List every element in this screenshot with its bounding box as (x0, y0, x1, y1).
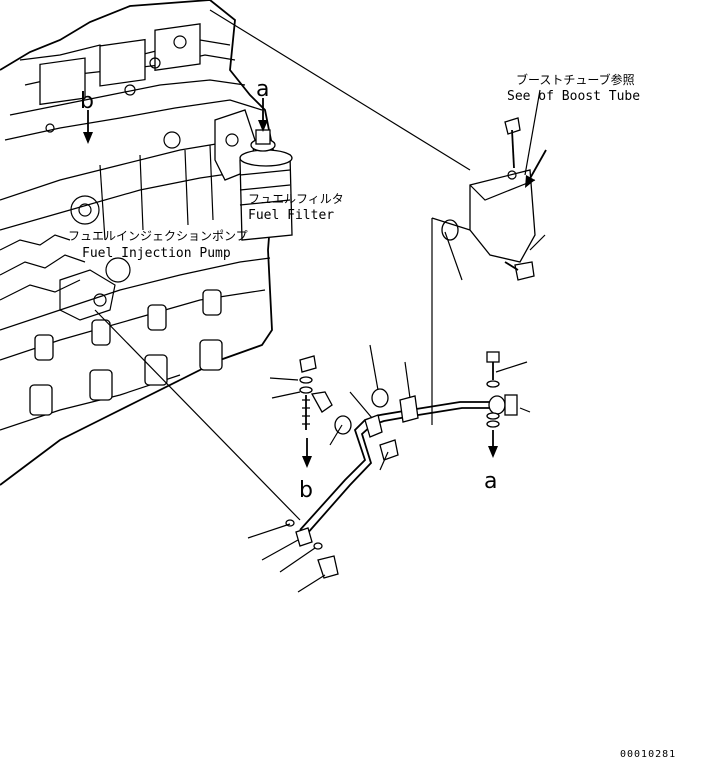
ref-b-bottom: b (299, 478, 313, 503)
ref-b-top: b (80, 89, 94, 114)
bracket-bolt-lower (504, 261, 535, 281)
connector-bottom (317, 555, 339, 579)
injection-pump-label-jp: フュエルインジェクションポンプ (68, 229, 248, 243)
drawing-number: 00010281 (620, 749, 676, 760)
injection-pump-label-en: Fuel Injection Pump (82, 246, 231, 261)
fuel-tube-assembly (285, 351, 518, 579)
fuel-filter (239, 129, 293, 241)
boost-tube-label-jp: ブーストチューブ参照 (516, 72, 635, 87)
engine-block (0, 0, 276, 486)
banjo-bolt-right (486, 351, 500, 428)
tube-clamp (399, 395, 419, 423)
leader-lines (94, 9, 546, 593)
fuel-filter-label-en: Fuel Filter (248, 208, 334, 223)
ref-a-bottom: a (484, 469, 497, 494)
bracket-nut (441, 219, 459, 241)
banjo-fitting-right (488, 395, 506, 415)
left-fitting-stack (299, 355, 333, 430)
reference-arrows (83, 98, 547, 468)
bracket-bolt-top (504, 117, 521, 169)
ref-a-top: a (256, 77, 269, 102)
boost-tube-label-en: See of Boost Tube (507, 89, 640, 104)
fuel-filter-label-jp: フュエルフィルタ (248, 192, 344, 206)
boost-tube-bracket (441, 117, 536, 281)
